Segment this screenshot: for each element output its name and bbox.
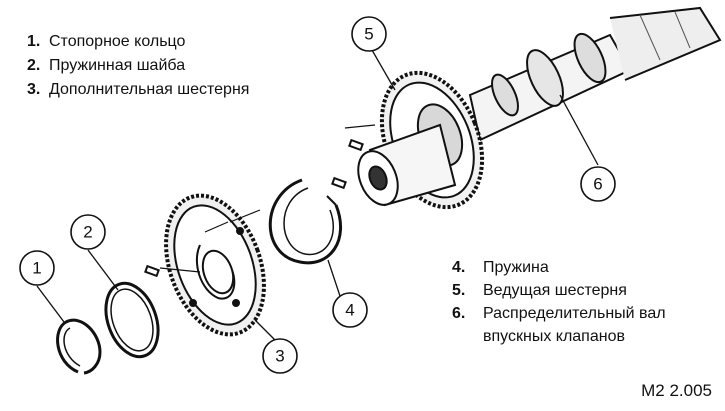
auxiliary-gear bbox=[164, 193, 266, 337]
legend-text: Стопорное кольцо bbox=[49, 33, 186, 50]
legend-text: Ведущая шестерня bbox=[483, 282, 627, 299]
legend-number: 2. bbox=[27, 57, 41, 74]
legend-text: Пружинная шайба bbox=[49, 57, 186, 74]
camshaft bbox=[468, 6, 722, 142]
callout-6: 6 bbox=[593, 175, 602, 194]
legend-text: Дополнительная шестерня bbox=[49, 81, 250, 98]
legend-item-2: 2. Пружинная шайба bbox=[27, 54, 249, 78]
callout-5: 5 bbox=[364, 25, 373, 44]
legend-text: Распределительный вал bbox=[483, 305, 666, 322]
legend-number: 3. bbox=[27, 81, 41, 98]
assembly-lines bbox=[159, 124, 376, 273]
legend-text: впускных клапанов bbox=[483, 328, 625, 345]
legend-item-3: 3. Дополнительная шестерня bbox=[27, 78, 249, 102]
spring bbox=[268, 178, 342, 265]
legend-left: 1. Стопорное кольцо 2. Пружинная шайба 3… bbox=[27, 30, 249, 102]
legend-number: 1. bbox=[27, 33, 41, 50]
callout-2: 2 bbox=[83, 223, 92, 242]
callout-circles bbox=[19, 16, 616, 374]
spring-washer bbox=[104, 281, 160, 359]
legend-right: 4. Пружина 5. Ведущая шестерня 6. Распре… bbox=[452, 256, 666, 348]
figure-code: M2 2.005 bbox=[641, 381, 712, 400]
legend-item-6: 6. Распределительный вал bbox=[452, 302, 666, 325]
dowel-pins bbox=[144, 138, 364, 278]
retaining-ring bbox=[56, 318, 102, 375]
leader-lines bbox=[36, 49, 599, 341]
legend-item-1: 1. Стопорное кольцо bbox=[27, 30, 249, 54]
legend-item-4: 4. Пружина bbox=[452, 256, 666, 279]
legend-item-6-continuation: впускных клапанов bbox=[452, 325, 666, 348]
callout-4: 4 bbox=[345, 301, 354, 320]
callout-1: 1 bbox=[32, 259, 41, 278]
legend-number: 4. bbox=[452, 259, 466, 276]
legend-item-5: 5. Ведущая шестерня bbox=[452, 279, 666, 302]
callout-3: 3 bbox=[275, 347, 284, 366]
drive-gear bbox=[357, 70, 485, 210]
legend-text: Пружина bbox=[483, 259, 549, 276]
legend-number: 6. bbox=[452, 305, 466, 322]
legend-number: 5. bbox=[452, 282, 466, 299]
